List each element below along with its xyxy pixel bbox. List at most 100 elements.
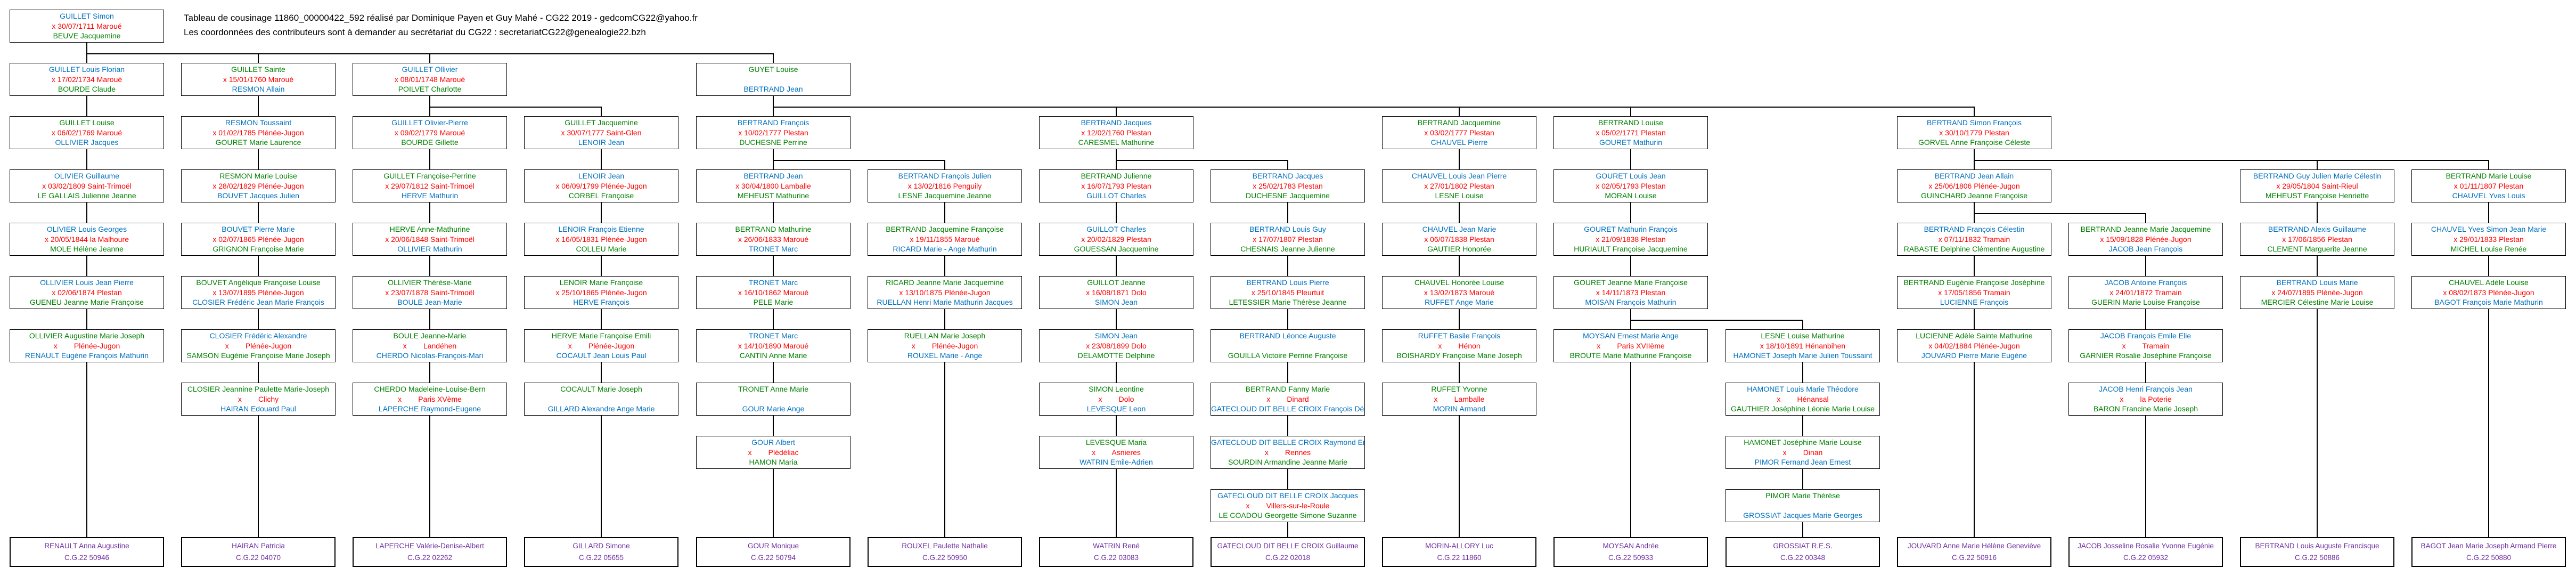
person-name: LEVESQUE Maria xyxy=(1085,438,1147,447)
connector-line xyxy=(1630,320,1803,321)
person-name: BERTRAND Marie Louise xyxy=(2446,172,2532,180)
spouse-name: RUFFET Ange Marie xyxy=(1425,298,1494,306)
connector-line xyxy=(429,149,430,169)
person-name: GATECLOUD DIT BELLE CROIX Jacques xyxy=(1217,491,1358,500)
marriage-info: x Rennes xyxy=(1264,448,1311,457)
connector-line xyxy=(2317,202,2318,223)
marriage-info: x 29/05/1804 Saint-Rieul xyxy=(2276,181,2358,190)
marriage-info: x Dolo xyxy=(1098,394,1134,403)
spouse-name: ROUXEL Marie - Ange xyxy=(907,351,983,360)
person-name: BOUVET Pierre Marie xyxy=(222,225,295,233)
cousin-ref: C.G.22 11860 xyxy=(1437,554,1482,562)
connector-line xyxy=(1459,362,1460,383)
connector-line xyxy=(258,362,259,383)
person-name: GOURET Jeanne Marie Françoise xyxy=(1574,278,1688,287)
connector-line xyxy=(1116,160,1288,161)
marriage-info: x 20/06/1848 Saint-Trimoël xyxy=(385,234,475,244)
spouse-name: BERTRAND Jean xyxy=(743,85,803,93)
spouse-name: COLLEU Marie xyxy=(576,245,627,253)
connector-line xyxy=(2145,309,2146,329)
person-name: RUFFET Yvonne xyxy=(1431,385,1487,393)
connector-line xyxy=(1287,202,1288,223)
marriage-info: x 06/09/1799 Plénée-Jugon xyxy=(555,181,647,190)
cousin-ref: C.G.22 50794 xyxy=(750,554,796,562)
cousin-ref: C.G.22 50946 xyxy=(64,554,110,562)
marriage-info: x 26/06/1833 Maroué xyxy=(738,234,809,244)
marriage-info: x 08/01/1748 Maroué xyxy=(394,75,465,84)
connector-line xyxy=(1116,469,1117,537)
marriage-info: x 08/02/1873 Plénée-Jugon xyxy=(2443,288,2534,297)
spouse-name: GORVEL Anne Françoise Céleste xyxy=(1918,138,2031,147)
connector-line xyxy=(773,469,774,537)
spouse-name: GAUTIER Honorée xyxy=(1427,245,1491,253)
connector-line xyxy=(773,416,774,436)
connector-line xyxy=(2317,160,2318,169)
spouse-name: RENAULT Eugène François Mathurin xyxy=(24,351,149,360)
marriage-info: x 06/02/1769 Maroué xyxy=(51,128,122,137)
cousin-ref: C.G.22 50916 xyxy=(1951,554,1997,562)
connector-line xyxy=(1116,149,1117,160)
connector-line xyxy=(1459,107,1460,116)
spouse-name: PIMOR Fernand Jean Ernest xyxy=(1754,458,1851,466)
connector-line xyxy=(1630,362,1631,537)
marriage-info: x Landéhen xyxy=(403,341,457,350)
marriage-info: x 24/07/1895 Plénée-Jugon xyxy=(2271,288,2363,297)
person-name: BERTRAND Jacquemine Françoise xyxy=(886,225,1004,233)
connector-line xyxy=(944,160,945,169)
marriage-info: x 06/07/1838 Plestan xyxy=(1424,234,1494,244)
connector-line xyxy=(1116,202,1117,223)
chart-title: Tableau de cousinage 11860_00000422_592 … xyxy=(184,11,698,39)
cousin-ref: C.G.22 05932 xyxy=(2123,554,2169,562)
person-name: BERTRAND Louis Guy xyxy=(1249,225,1326,233)
connector-line xyxy=(429,107,602,108)
spouse-name: HERVE François xyxy=(573,298,629,306)
marriage-info: x 13/07/1895 Plénée-Jugon xyxy=(212,288,304,297)
connector-line xyxy=(2145,362,2146,383)
spouse-name: LAPERCHE Raymond-Eugene xyxy=(378,404,481,413)
person-name: SIMON Jean xyxy=(1094,331,1138,340)
marriage-info: x 25/10/1845 Pleurtuit xyxy=(1251,288,1324,297)
connector-line xyxy=(258,149,259,169)
cousin-box: GROSSIAT R.E.S.C.G.22 00348 xyxy=(1725,537,1880,567)
cousin-name: GILLARD Simone xyxy=(573,541,630,550)
spouse-name: WATRIN Emile-Adrien xyxy=(1080,458,1153,466)
marriage-info: x 13/02/1816 Penguily xyxy=(907,181,982,190)
connector-line xyxy=(1459,256,1460,276)
person-name: OLLIVIER Louis Jean Pierre xyxy=(40,278,134,287)
cousin-name: GROSSIAT R.E.S. xyxy=(1773,541,1833,550)
person-name: BERTRAND François Célestin xyxy=(1924,225,2025,233)
spouse-name: GOUILLA Victoire Perrine Françoise xyxy=(1228,351,1348,360)
person-name: LENOIR Jean xyxy=(578,172,625,180)
spouse-name: DUCHESNE Perrine xyxy=(739,138,807,147)
person-name: GUILLET Louise xyxy=(59,118,115,127)
connector-line xyxy=(258,256,259,276)
connector-line xyxy=(86,96,87,116)
spouse-name: MICHEL Louise Renée xyxy=(2450,245,2527,253)
connector-line xyxy=(429,309,430,329)
person-name: CHAUVEL Honorée Louise xyxy=(1414,278,1504,287)
marriage-info: x Villers-sur-le-Roule xyxy=(1246,501,1330,510)
spouse-name: DUCHESNE Jacquemine xyxy=(1246,191,1330,200)
person-name: RUELLAN Marie Joseph xyxy=(904,331,986,340)
